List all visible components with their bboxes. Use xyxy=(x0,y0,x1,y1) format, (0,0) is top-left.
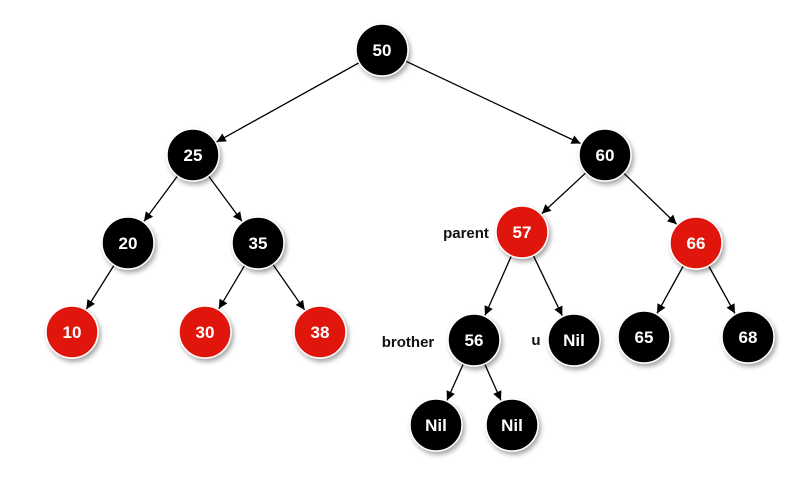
node-label: 35 xyxy=(249,234,268,253)
tree-node-n57: 57 xyxy=(495,205,549,259)
node-label: 57 xyxy=(513,223,532,242)
node-label: 50 xyxy=(373,41,392,60)
node-label: 60 xyxy=(596,146,615,165)
node-circle xyxy=(495,205,549,259)
labels-layer: parent brother u xyxy=(382,225,541,351)
tree-node-n60: 60 xyxy=(578,128,632,182)
node-label: 68 xyxy=(739,328,758,347)
node-circle xyxy=(45,305,99,359)
node-label: Nil xyxy=(563,331,585,350)
tree-node-nilL: Nil xyxy=(409,398,463,452)
node-circle xyxy=(231,216,285,270)
node-circle xyxy=(721,310,775,364)
tree-node-n35: 35 xyxy=(231,216,285,270)
edge-n35-n30 xyxy=(218,265,246,310)
node-circle xyxy=(617,310,671,364)
tree-node-n56: 56 xyxy=(447,313,501,367)
edges-layer xyxy=(85,60,736,401)
edge-n35-n38 xyxy=(272,263,306,311)
node-label: 10 xyxy=(63,323,82,342)
tree-node-n20: 20 xyxy=(101,216,155,270)
node-circle xyxy=(547,313,601,367)
node-label: 38 xyxy=(311,323,330,342)
node-label: Nil xyxy=(425,416,447,435)
edge-n20-n10 xyxy=(85,264,115,310)
edge-n56-nilL xyxy=(446,363,464,401)
tree-node-nilU: Nil xyxy=(547,313,601,367)
tree-node-n30: 30 xyxy=(178,305,232,359)
node-circle xyxy=(178,305,232,359)
edge-n25-n20 xyxy=(143,175,179,222)
edge-n66-n68 xyxy=(708,265,736,314)
node-label: Nil xyxy=(501,416,523,435)
edge-n56-nilR xyxy=(484,363,502,401)
edge-n60-n66 xyxy=(623,172,678,225)
tree-node-n65: 65 xyxy=(617,310,671,364)
node-circle xyxy=(355,23,409,77)
annotation-u: u xyxy=(531,332,540,349)
node-circle xyxy=(669,216,723,270)
node-circle xyxy=(578,128,632,182)
tree-node-n10: 10 xyxy=(45,305,99,359)
node-label: 66 xyxy=(687,234,706,253)
node-label: 65 xyxy=(635,328,654,347)
node-circle xyxy=(447,313,501,367)
node-label: 30 xyxy=(196,323,215,342)
annotation-brother: brother xyxy=(382,334,435,351)
node-label: 56 xyxy=(465,331,484,350)
edge-n66-n65 xyxy=(656,265,684,314)
edge-n60-n57 xyxy=(541,172,587,215)
tree-node-n25: 25 xyxy=(166,128,220,182)
annotation-parent: parent xyxy=(443,225,489,242)
node-circle xyxy=(409,398,463,452)
tree-node-nilR: Nil xyxy=(485,398,539,452)
edge-n57-nilU xyxy=(532,255,563,316)
node-circle xyxy=(101,216,155,270)
edge-n25-n35 xyxy=(207,175,243,222)
tree-node-n66: 66 xyxy=(669,216,723,270)
edge-n50-n60 xyxy=(405,60,581,145)
edge-n50-n25 xyxy=(216,62,360,143)
tree-node-n50: 50 xyxy=(355,23,409,77)
node-label: 20 xyxy=(119,234,138,253)
tree-node-n38: 38 xyxy=(293,305,347,359)
node-label: 25 xyxy=(184,146,203,165)
tree-node-n68: 68 xyxy=(721,310,775,364)
node-circle xyxy=(166,128,220,182)
node-circle xyxy=(293,305,347,359)
node-circle xyxy=(485,398,539,452)
edge-n57-n56 xyxy=(484,255,513,316)
